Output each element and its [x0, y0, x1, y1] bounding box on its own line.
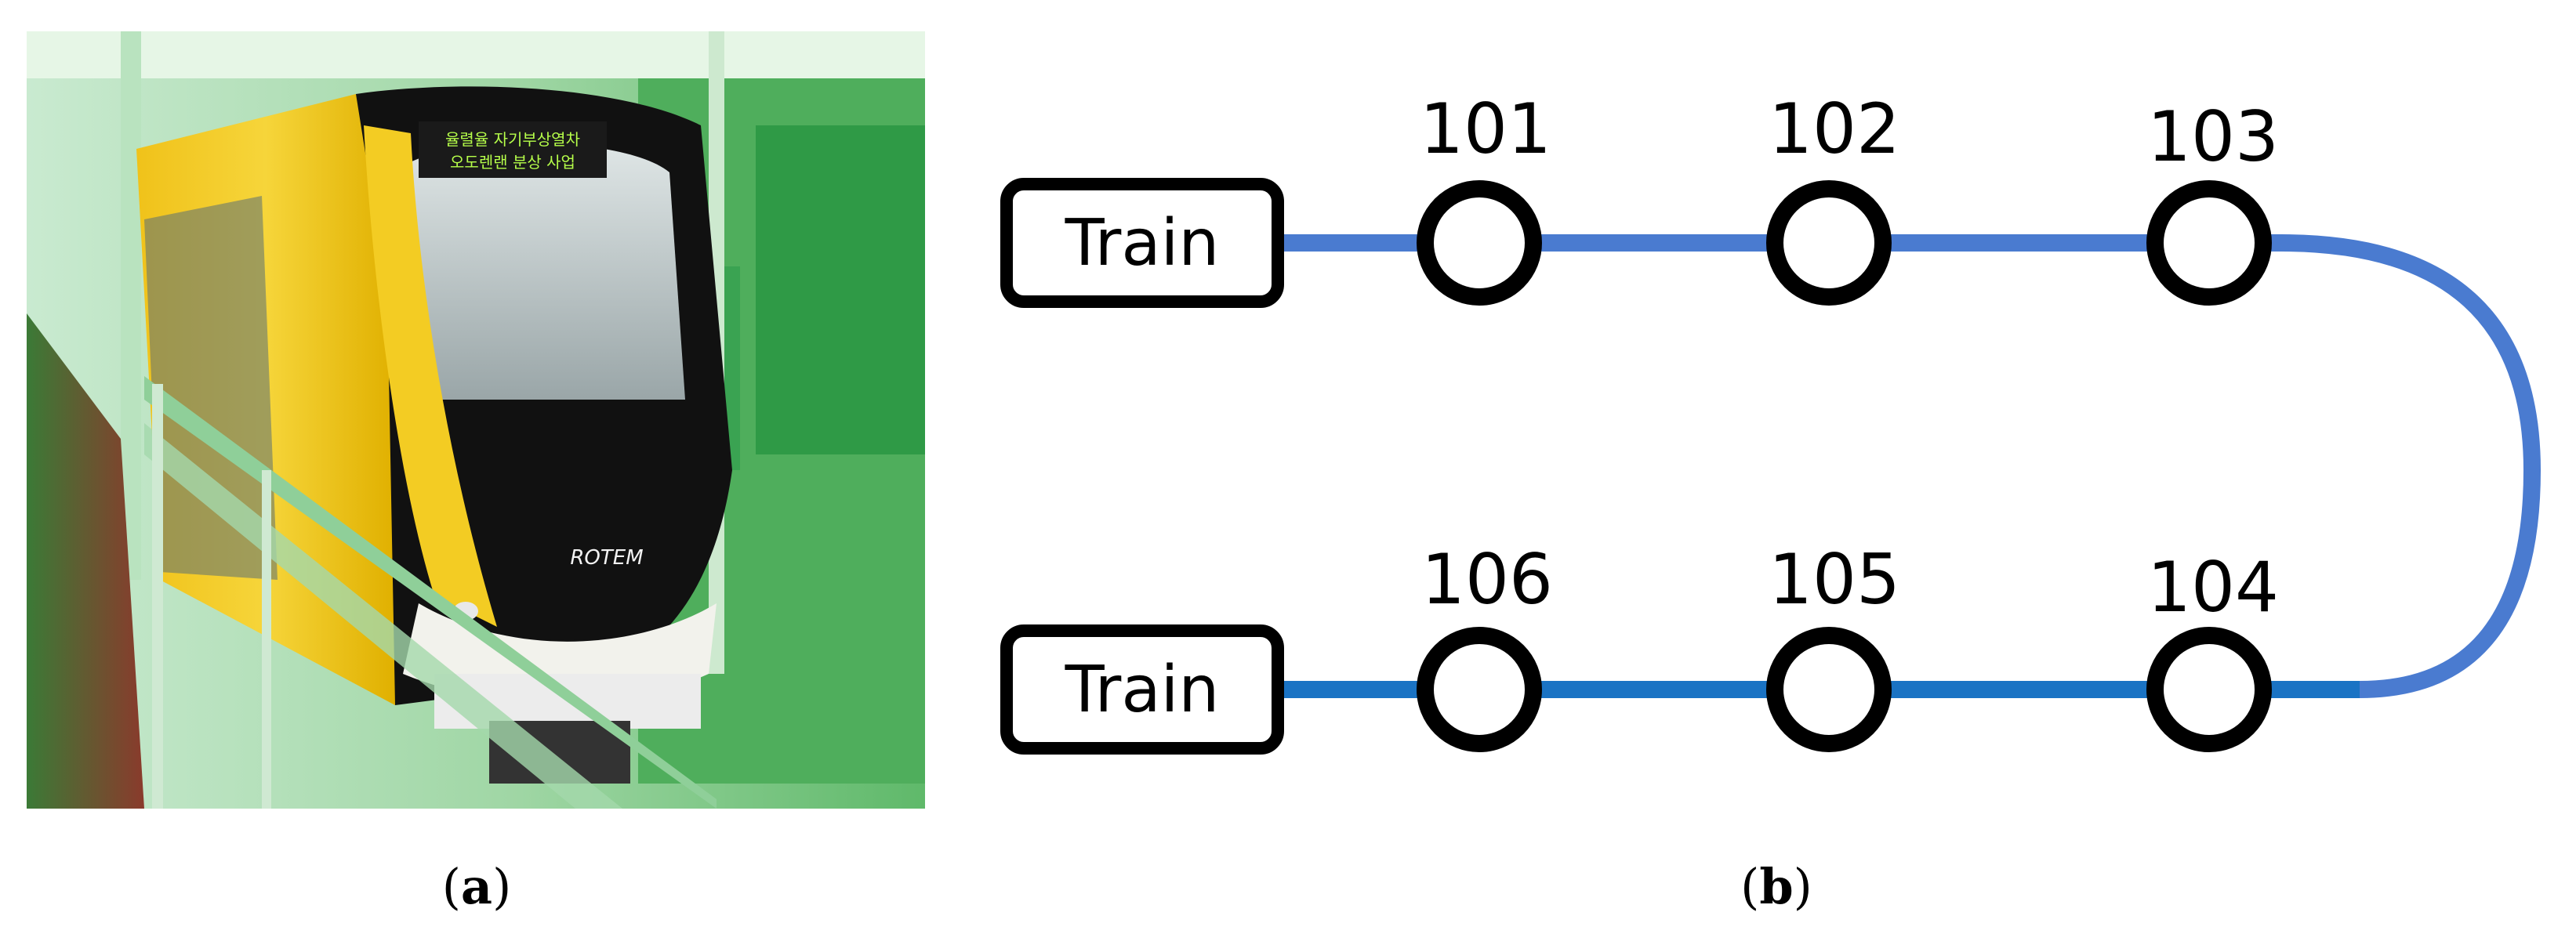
train-label: Train: [1065, 206, 1220, 281]
caption-letter: a: [460, 858, 493, 915]
caption-b: (b): [1740, 858, 1812, 915]
route-track: [1278, 234, 2542, 698]
route-diagram: Train Train 101 102 103 106 105: [925, 0, 2576, 949]
train-node-upper: Train: [1000, 178, 1284, 308]
train-photo-illustration: 율렬율 자기부상열차 오도렌랜 분상 사업 ROTEM: [27, 31, 925, 809]
station-102: 102: [1766, 89, 1900, 306]
station-105: 105: [1766, 539, 1900, 752]
destination-sign-line2: 오도렌랜 분상 사업: [450, 153, 575, 172]
train-logo: ROTEM: [570, 546, 643, 570]
track-loop: [2280, 234, 2542, 698]
station-label: 103: [2147, 96, 2279, 177]
station-label: 104: [2147, 547, 2279, 628]
station-label: 105: [1769, 539, 1900, 620]
station-104: 104: [2146, 547, 2279, 752]
caption-a: (a): [442, 858, 512, 915]
caption-letter: b: [1759, 858, 1794, 915]
caption-open-paren: (: [1740, 858, 1760, 915]
station-106: 106: [1417, 539, 1553, 752]
caption-open-paren: (: [441, 858, 461, 915]
route-diagram-svg: Train Train 101 102 103 106 105: [1000, 89, 2542, 755]
train-node-lower: Train: [1000, 624, 1284, 755]
station-101: 101: [1417, 89, 1551, 306]
caption-close-paren: ): [1793, 858, 1812, 915]
train-label: Train: [1065, 653, 1220, 727]
station-label: 106: [1421, 539, 1553, 620]
station-label: 101: [1420, 89, 1551, 169]
train-photo: 율렬율 자기부상열차 오도렌랜 분상 사업 ROTEM: [27, 31, 925, 809]
destination-sign-line1: 율렬율 자기부상열차: [445, 130, 580, 149]
station-label: 102: [1769, 89, 1900, 169]
station-103: 103: [2146, 96, 2279, 306]
caption-close-paren: ): [492, 858, 512, 915]
